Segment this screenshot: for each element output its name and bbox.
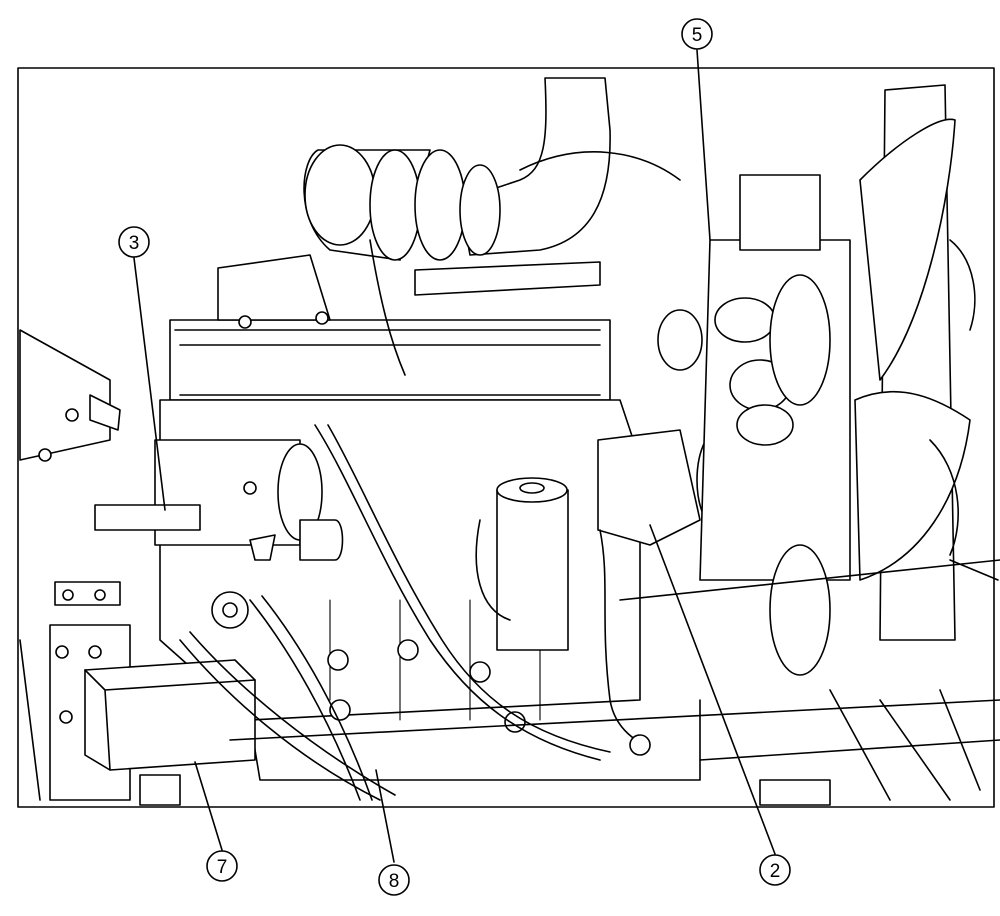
turbocharger xyxy=(303,77,681,296)
callout-3: 3 xyxy=(118,226,150,258)
cooling-fan xyxy=(854,84,976,641)
callout-2-label: 2 xyxy=(770,861,781,882)
diagram-frame xyxy=(17,67,995,808)
starter-motor xyxy=(94,439,344,561)
leader-lines xyxy=(133,49,776,863)
fuel-filter xyxy=(496,477,569,651)
leader-line-7 xyxy=(194,761,223,851)
valve-cover xyxy=(217,254,331,329)
callout-3-label: 3 xyxy=(129,233,140,254)
frame-rails xyxy=(19,559,1000,806)
callout-8: 8 xyxy=(378,864,410,896)
hoses xyxy=(179,239,651,801)
leader-line-5 xyxy=(696,49,711,241)
engine-illustration xyxy=(19,77,1000,806)
callout-7: 7 xyxy=(206,850,238,882)
pulley-stack xyxy=(657,174,851,676)
callout-5: 5 xyxy=(681,18,713,50)
callout-7-label: 7 xyxy=(217,857,228,878)
leader-line-3 xyxy=(133,257,166,511)
callout-2: 2 xyxy=(759,854,791,886)
electrical-module xyxy=(19,329,121,462)
callout-8-label: 8 xyxy=(389,871,400,892)
leader-line-2 xyxy=(649,524,776,855)
control-box xyxy=(84,659,256,771)
leader-line-8 xyxy=(375,769,395,863)
callout-5-label: 5 xyxy=(692,25,703,46)
